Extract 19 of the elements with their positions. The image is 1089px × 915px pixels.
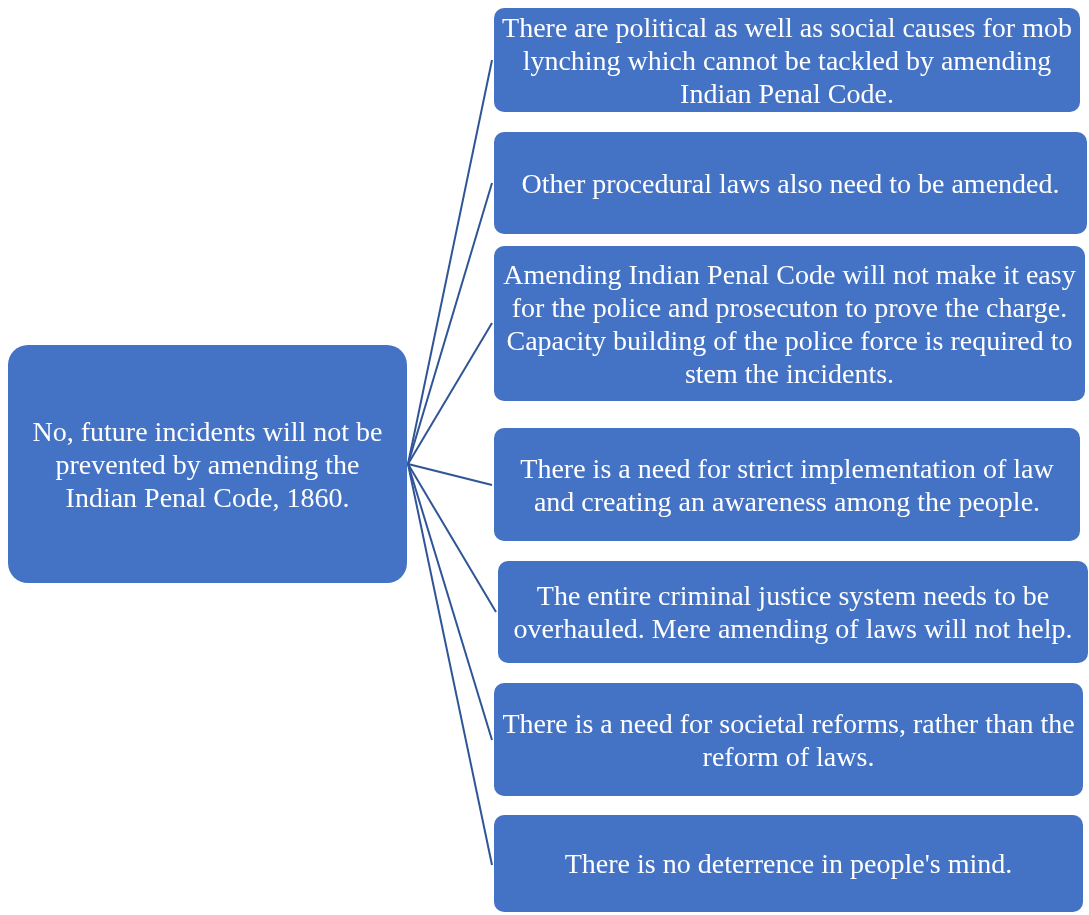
- node-text: The entire criminal justice system needs to be overhauled. Mere amending of laws will not help.: [512, 579, 1074, 645]
- text-box: [494, 246, 1085, 401]
- text-box: [8, 345, 407, 583]
- node-text: There are political as well as social causes for mob lynching which cannot be tackled by amending Indian Penal Code.: [501, 10, 1073, 110]
- text-box: [494, 132, 1087, 234]
- node-text: Other procedural laws also need to be amended.: [521, 166, 1060, 200]
- node-text: There is a need for strict implementation of law and creating an awareness among the people.: [519, 451, 1055, 518]
- node-text: No, future incidents will not be prevented by amending the Indian Penal Code, 1860.: [31, 414, 384, 514]
- text-box: [494, 815, 1083, 912]
- node-text: Amending Indian Penal Code will not make it easy for the police and prosecuton to prove the charge. Capacity building of the police force is required to stem the incidents.: [502, 257, 1077, 390]
- connector-line: [407, 322, 493, 465]
- connector-line: [407, 182, 493, 465]
- node-text: There is a need for societal reforms, rather than the reform of laws.: [501, 706, 1076, 773]
- connector-line: [407, 463, 497, 613]
- node-text: There is no deterrence in people's mind.: [564, 847, 1013, 880]
- text-box: [498, 561, 1088, 663]
- text-box: [494, 428, 1080, 541]
- text-box: [494, 683, 1083, 796]
- connector-line: [407, 463, 493, 486]
